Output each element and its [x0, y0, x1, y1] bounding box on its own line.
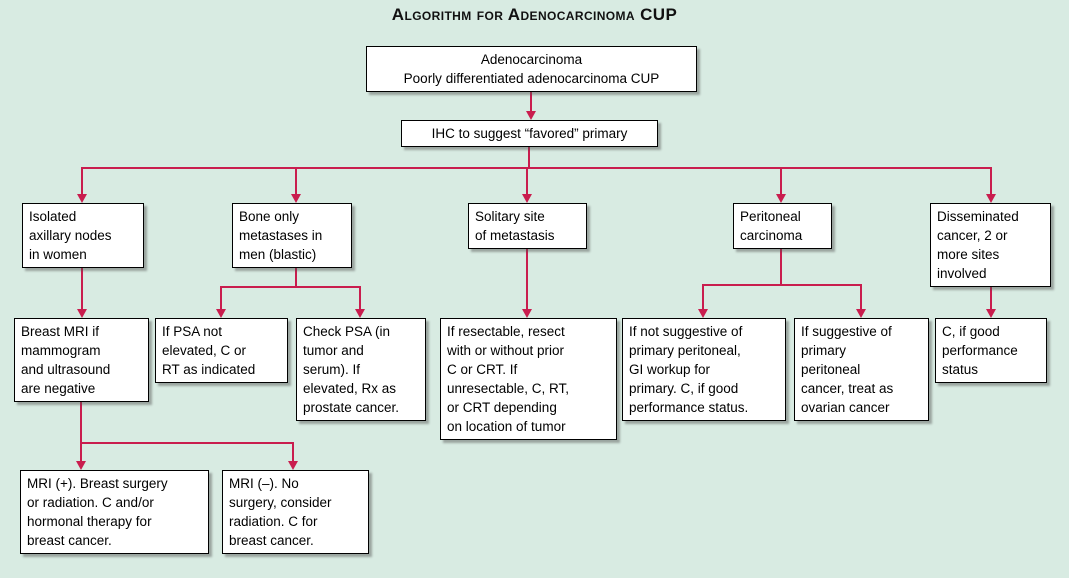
node-breast-mri: Breast MRI if mammogram and ultrasound a… [14, 318, 149, 402]
node-resectable-treatment: If resectable, resect with or without pr… [440, 318, 617, 440]
node-ovarian-treatment: If suggestive of primary peritoneal canc… [794, 318, 929, 421]
node-disseminated-cancer: Disseminated cancer, 2 or more sites inv… [930, 203, 1051, 287]
node-c-if-good-performance: C, if good performance status [935, 318, 1047, 383]
diagram-title: Algorithm for Adenocarcinoma CUP [391, 5, 678, 24]
arrow-breast-mri-branches [76, 396, 298, 470]
node-peritoneal-carcinoma: Peritoneal carcinoma [733, 203, 832, 249]
node-adenocarcinoma-root: Adenocarcinoma Poorly differentiated ade… [366, 46, 697, 92]
node-solitary-site: Solitary site of metastasis [468, 203, 587, 249]
arrow-peritoneal-branches [698, 237, 866, 318]
node-psa-not-elevated: If PSA not elevated, C or RT as indicate… [155, 318, 288, 383]
node-bone-only-metastases: Bone only metastases in men (blastic) [232, 203, 352, 268]
node-check-psa: Check PSA (in tumor and serum). If eleva… [296, 318, 426, 421]
node-mri-positive: MRI (+). Breast surgery or radiation. C … [20, 470, 209, 554]
arrow-ihc-branches [77, 140, 996, 203]
arrow-solitary-to-resect [522, 237, 532, 318]
node-gi-workup: If not suggestive of primary peritoneal,… [622, 318, 786, 421]
node-isolated-axillary-nodes: Isolated axillary nodes in women [22, 203, 144, 268]
node-ihc-favored-primary: IHC to suggest “favored” primary [401, 120, 658, 147]
node-mri-negative: MRI (–). No surgery, consider radiation.… [222, 470, 369, 554]
